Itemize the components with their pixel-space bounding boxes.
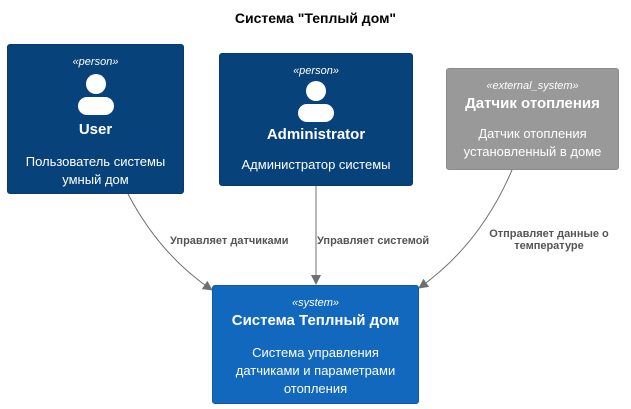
system-name: Система Теплный дом — [231, 312, 400, 329]
person-icon — [298, 81, 334, 122]
person-icon — [77, 74, 114, 115]
system-description-line-3: отопления — [283, 381, 348, 396]
system-description-line-2: датчиками и параметрами — [235, 363, 396, 378]
user-description: Пользователь системы умный дом — [8, 153, 183, 189]
edge-label-admin-to-system: Управляет системой — [317, 235, 430, 247]
administrator-name: Administrator — [266, 126, 366, 143]
diagram-title: Система "Теплый дом" — [234, 10, 397, 26]
administrator-description: Администратор системы — [220, 156, 412, 174]
person-administrator-box[interactable]: «person» Administrator Администратор сис… — [219, 53, 413, 186]
edge-label-sensor-line-2: температуре — [514, 240, 584, 252]
system-box[interactable]: «system» Система Теплный дом Система упр… — [212, 285, 419, 404]
external-system-sensor-box[interactable]: «external_system» Датчик отопления Датчи… — [446, 68, 619, 170]
user-description-line-1: Пользователь системы — [25, 154, 166, 169]
edge-label-user-to-system: Управляет датчиками — [170, 235, 289, 247]
user-name: User — [78, 121, 113, 138]
administrator-stereotype: «person» — [293, 65, 339, 77]
sensor-name: Датчик отопления — [465, 95, 600, 112]
sensor-description-line-1: Датчик отопления — [478, 126, 587, 141]
administrator-description-line-1: Администратор системы — [241, 157, 391, 172]
edge-user-to-system — [127, 193, 213, 291]
user-description-line-2: умный дом — [62, 172, 129, 187]
edge-label-sensor-line-1: Отправляет данные о — [489, 228, 609, 240]
person-user-box[interactable]: «person» User Пользователь системы умный… — [7, 44, 184, 194]
sensor-description: Датчик отопления установленный в доме — [447, 125, 618, 161]
system-stereotype: «system» — [291, 297, 340, 309]
edge-sensor-to-system — [418, 169, 513, 289]
edge-label-sensor-to-system: Отправляет данные о температуре — [474, 228, 624, 252]
sensor-stereotype: «external_system» — [486, 80, 579, 92]
sensor-description-line-2: установленный в доме — [463, 144, 602, 159]
system-description-line-1: Система управления — [252, 345, 379, 360]
user-stereotype: «person» — [72, 56, 119, 68]
system-description: Система управления датчиками и параметра… — [213, 344, 418, 398]
